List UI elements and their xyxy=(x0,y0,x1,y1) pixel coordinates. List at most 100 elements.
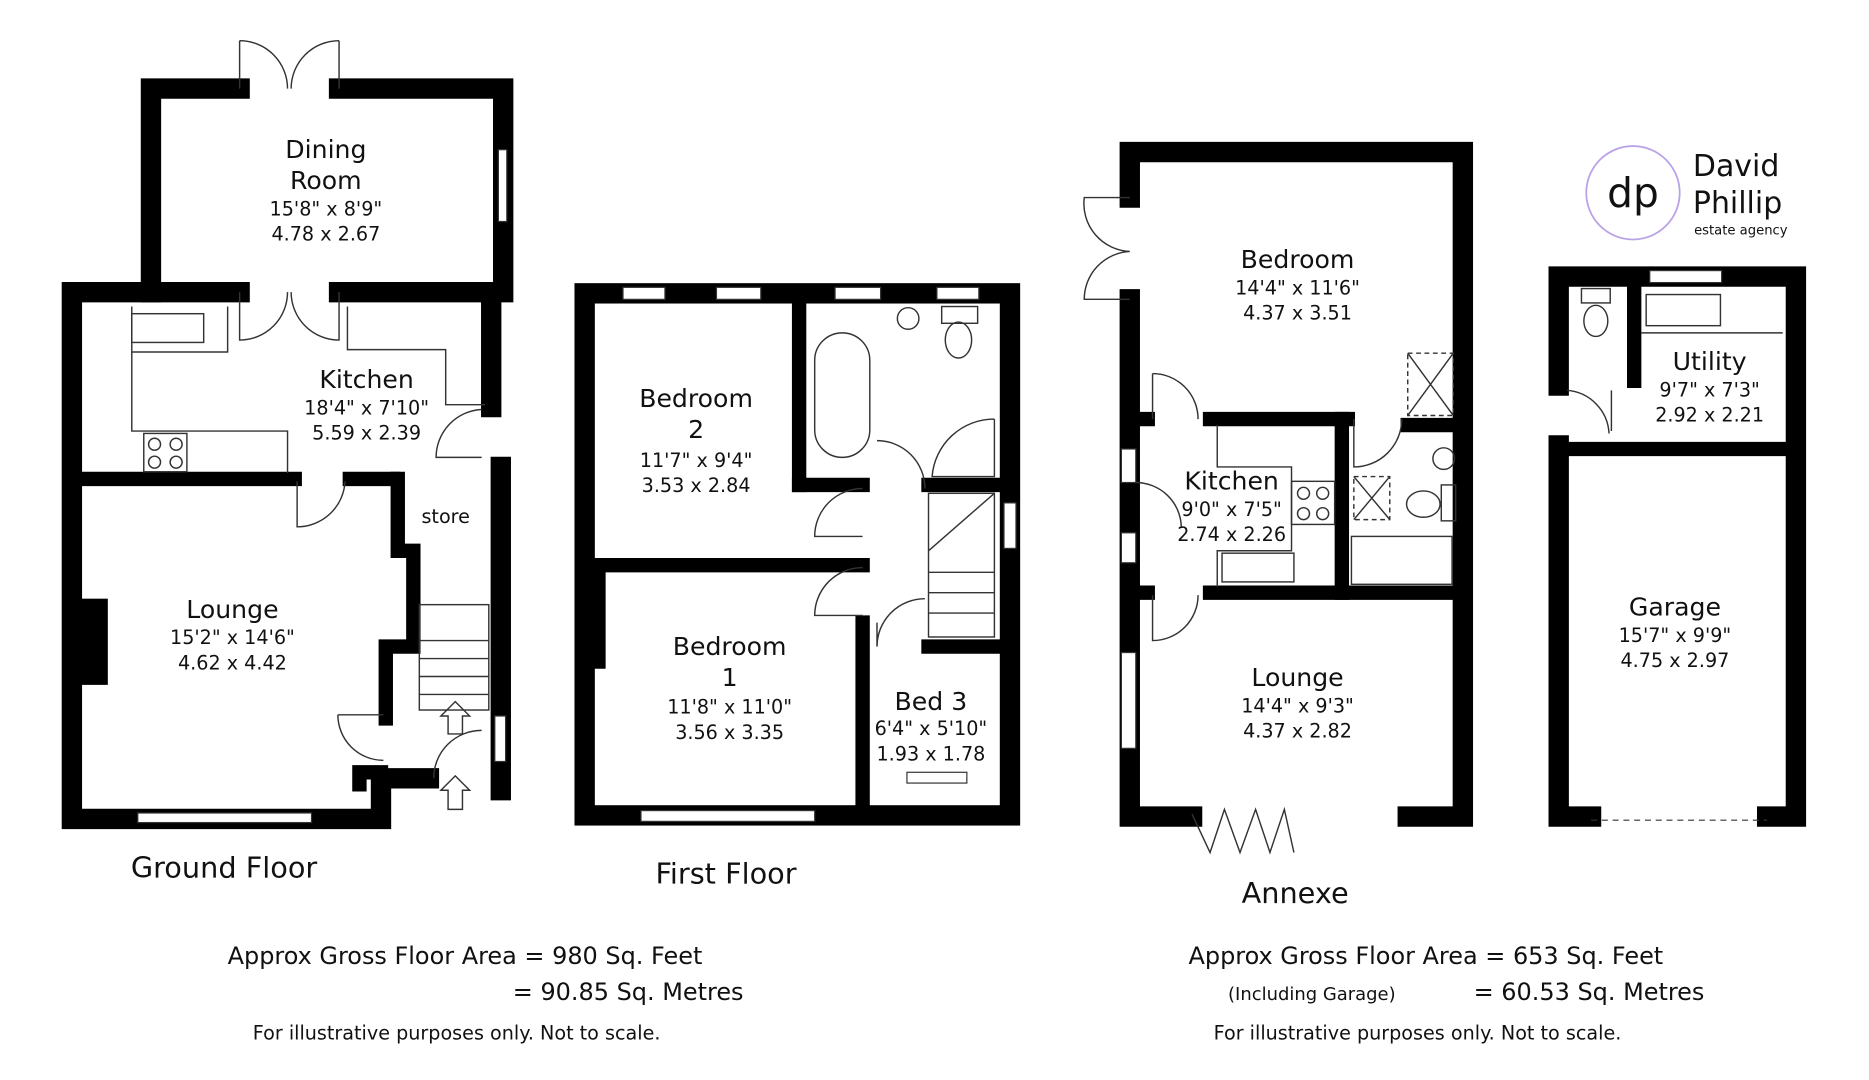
room-name: Lounge xyxy=(186,595,278,624)
room-name: Kitchen xyxy=(319,365,414,394)
disclaimer: For illustrative purposes only. Not to s… xyxy=(253,1021,661,1044)
garage-walls xyxy=(1548,266,1807,827)
garage-plan: Utility 9'7" x 7'3" 2.92 x 2.21 Garage 1… xyxy=(1548,266,1807,827)
room-dimensions-imperial: 14'4" x 11'6" xyxy=(1235,277,1360,300)
room-dimensions-imperial: 9'7" x 7'3" xyxy=(1659,378,1759,401)
room-dimensions-metric: 4.37 x 3.51 xyxy=(1243,302,1352,325)
chimney-breast xyxy=(81,598,108,685)
shower-icon xyxy=(931,418,996,478)
window xyxy=(715,286,762,300)
window xyxy=(1003,502,1017,549)
window xyxy=(1120,448,1137,484)
window xyxy=(494,715,507,763)
ground-floor-plan: Dining Room 15'8" x 8'9" 4.78 x 2.67 Kit… xyxy=(61,39,514,885)
annexe-plan: Bedroom 14'4" x 11'6" 4.37 x 3.51 Kitche… xyxy=(1083,141,1474,910)
room-dimensions-metric: 4.78 x 2.67 xyxy=(271,223,380,246)
room-name: Garage xyxy=(1629,592,1721,621)
room-name: Room xyxy=(290,166,362,195)
room-dimensions-metric: 3.53 x 2.84 xyxy=(642,474,751,497)
room-dimensions-imperial: 15'7" x 9'9" xyxy=(1619,624,1732,647)
room-dimensions-metric: 4.62 x 4.42 xyxy=(178,651,287,674)
window xyxy=(137,812,313,824)
french-door xyxy=(238,39,340,341)
shower-tray-icon xyxy=(1353,475,1391,521)
toilet-icon xyxy=(1405,490,1441,518)
room-name: 1 xyxy=(722,663,738,692)
brand-tagline: estate agency xyxy=(1694,224,1788,239)
room-dimensions-imperial: 11'7" x 9'4" xyxy=(640,449,753,472)
floor-label: First Floor xyxy=(655,857,796,891)
room-name: Utility xyxy=(1673,347,1747,376)
stairs xyxy=(927,492,996,638)
logo-ring xyxy=(1585,145,1681,241)
room-name: Bed 3 xyxy=(895,687,968,716)
window xyxy=(1120,651,1137,749)
basin-icon xyxy=(896,306,920,330)
doors xyxy=(296,408,482,779)
room-dimensions-metric: 3.56 x 3.35 xyxy=(675,721,784,744)
room-name: store xyxy=(421,505,469,528)
kitchen-units xyxy=(131,306,486,473)
room-dimensions-metric: 2.92 x 2.21 xyxy=(1655,403,1764,426)
cupboard-icon xyxy=(1407,352,1454,417)
floor-label: Ground Floor xyxy=(131,851,318,885)
bath-icon xyxy=(1350,535,1453,586)
main-house-area: Approx Gross Floor Area = 980 Sq. Feet =… xyxy=(228,942,744,1044)
room-name: Lounge xyxy=(1251,663,1343,692)
logo-monogram: dp xyxy=(1607,169,1659,217)
window xyxy=(834,286,882,300)
window xyxy=(906,771,968,784)
sink-icon xyxy=(1221,552,1295,583)
room-name: Dining xyxy=(285,135,366,164)
sink-icon xyxy=(131,312,205,344)
room-dimensions-imperial: 18'4" x 7'10" xyxy=(304,396,429,419)
gross-area-sqm: = 60.53 Sq. Metres xyxy=(1474,978,1705,1006)
room-dimensions-imperial: 6'4" x 5'10" xyxy=(875,717,988,740)
room-dimensions-imperial: 11'8" x 11'0" xyxy=(667,696,792,719)
entry-arrow-icon xyxy=(439,700,472,735)
david-phillip-logo: dp David Phillip estate agency xyxy=(1585,145,1788,241)
room-dimensions-imperial: 14'4" x 9'3" xyxy=(1241,694,1354,717)
doors xyxy=(813,439,926,647)
gross-area-sqm: = 90.85 Sq. Metres xyxy=(513,978,744,1006)
window xyxy=(640,809,816,822)
entry-arrow-icon xyxy=(439,774,472,811)
hob-icon xyxy=(143,432,188,473)
gross-area-sqft: Approx Gross Floor Area = 653 Sq. Feet xyxy=(1188,942,1663,970)
annexe-walls xyxy=(1119,141,1474,827)
utility-fixtures xyxy=(1567,287,1783,434)
room-name: Bedroom xyxy=(1241,245,1355,274)
first-floor-plan: Bedroom 2 11'7" x 9'4" 3.53 x 2.84 Bedro… xyxy=(574,283,1021,891)
room-name: Bedroom xyxy=(639,384,753,413)
window xyxy=(936,286,980,300)
basin-icon xyxy=(1432,447,1456,471)
room-name: Kitchen xyxy=(1184,467,1279,496)
room-dimensions-metric: 4.37 x 2.82 xyxy=(1243,720,1352,743)
disclaimer: For illustrative purposes only. Not to s… xyxy=(1214,1021,1622,1044)
window xyxy=(1649,270,1723,284)
room-dimensions-imperial: 15'2" x 14'6" xyxy=(170,626,295,649)
brand-name-line2: Phillip xyxy=(1693,186,1782,221)
bifold-door-icon xyxy=(1191,806,1295,855)
annexe-fixtures xyxy=(1216,352,1457,587)
annexe-area: Approx Gross Floor Area = 653 Sq. Feet (… xyxy=(1188,942,1704,1044)
room-dimensions-imperial: 9'0" x 7'5" xyxy=(1181,498,1281,521)
room-dimensions-metric: 2.74 x 2.26 xyxy=(1177,523,1286,546)
room-dimensions-metric: 1.93 x 1.78 xyxy=(876,742,985,765)
room-name: Bedroom xyxy=(673,632,787,661)
room-dimensions-metric: 4.75 x 2.97 xyxy=(1620,649,1729,672)
room-name: 2 xyxy=(688,415,704,444)
including-garage-note: (Including Garage) xyxy=(1228,984,1396,1005)
toilet-icon xyxy=(940,305,979,324)
bath-icon xyxy=(813,332,871,459)
room-dimensions-metric: 5.59 x 2.39 xyxy=(312,421,421,444)
gross-area-sqft: Approx Gross Floor Area = 980 Sq. Feet xyxy=(228,942,703,970)
doors xyxy=(1083,196,1403,855)
bathroom-fixtures xyxy=(813,305,996,478)
window xyxy=(622,286,666,300)
toilet-icon xyxy=(1580,287,1611,304)
window xyxy=(1120,532,1137,564)
room-dimensions-imperial: 15'8" x 8'9" xyxy=(270,198,383,221)
hob-icon xyxy=(1290,480,1336,526)
